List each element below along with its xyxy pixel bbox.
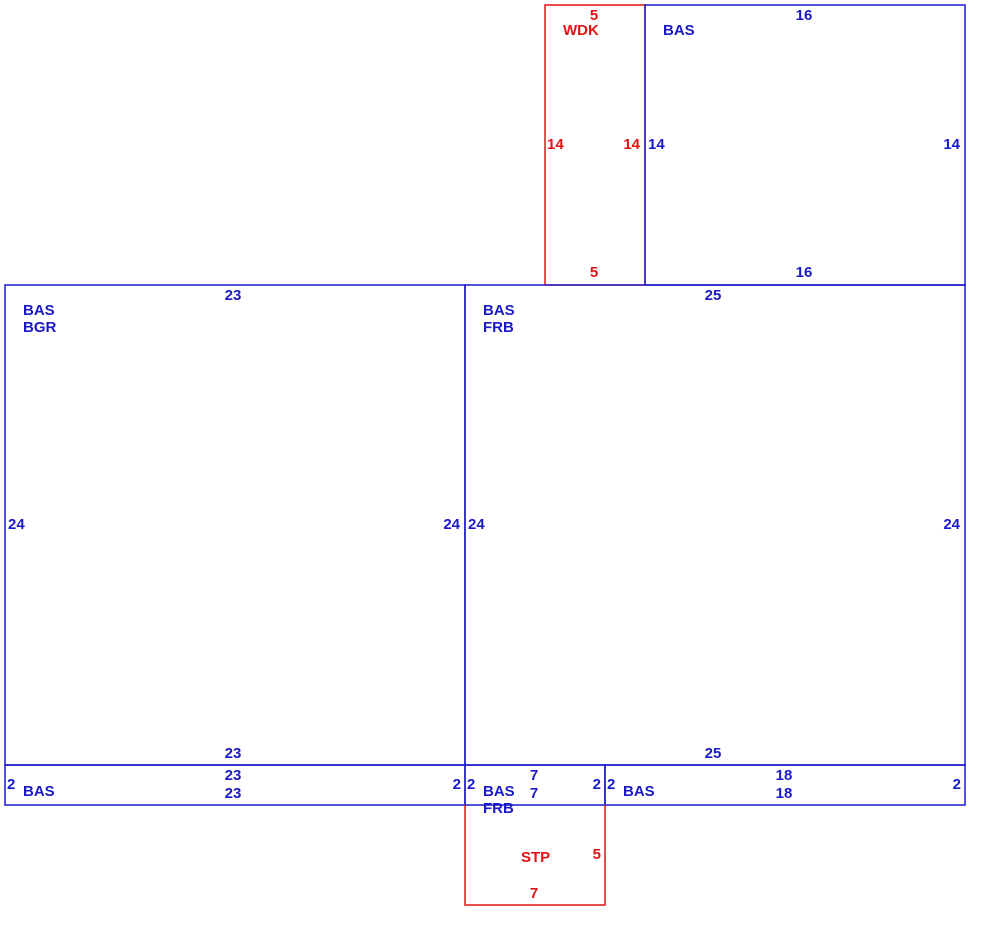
dimension-right: 2: [593, 776, 601, 793]
area-bas-strip-left: BAS 23 23 2 2: [4, 764, 466, 806]
dimension-top: 18: [776, 767, 793, 784]
dimension-bottom: 7: [530, 885, 538, 902]
dimension-left: 2: [607, 776, 615, 793]
bas-frb-outline: [464, 284, 966, 766]
area-code-label: BAS: [23, 302, 55, 319]
bas-strip-right-outline: [604, 764, 966, 806]
dimension-right: 2: [953, 776, 961, 793]
area-wdk: WDK 5 5 14 14: [544, 4, 646, 286]
area-code-label: STP: [521, 849, 550, 866]
dimension-right: 24: [943, 516, 960, 533]
stp-outline: [464, 805, 606, 906]
dimension-left: 24: [468, 516, 485, 533]
dimension-right: 2: [453, 776, 461, 793]
dimension-left: 2: [467, 776, 475, 793]
dimension-right: 14: [943, 136, 960, 153]
area-stp: STP 7 5: [464, 805, 606, 906]
dimension-bottom: 7: [530, 785, 538, 802]
bas-bgr-outline: [4, 284, 466, 766]
dimension-bottom: 16: [796, 264, 813, 281]
dimension-right: 5: [593, 846, 601, 863]
area-bas-frb-strip: BAS FRB 7 7 2 2: [464, 764, 606, 817]
area-code-label: BGR: [23, 319, 57, 336]
dimension-top: 25: [705, 287, 722, 304]
area-code-label: FRB: [483, 800, 514, 817]
area-code-label: BAS: [23, 783, 55, 800]
area-code-label: BAS: [483, 783, 515, 800]
dimension-top: 7: [530, 767, 538, 784]
dimension-bottom: 25: [705, 745, 722, 762]
dimension-right: 14: [623, 136, 640, 153]
area-code-label: WDK: [563, 22, 599, 39]
dimension-top: 5: [590, 7, 598, 24]
dimension-right: 24: [443, 516, 460, 533]
area-bas-frb: BAS FRB 25 25 24 24: [464, 284, 966, 766]
dimension-left: 2: [7, 776, 15, 793]
dimension-bottom: 18: [776, 785, 793, 802]
area-bas-bgr: BAS BGR 23 23 24 24: [4, 284, 466, 766]
bas-upper-outline: [644, 4, 966, 286]
dimension-top: 23: [225, 287, 242, 304]
dimension-bottom: 5: [590, 264, 598, 281]
dimension-left: 14: [547, 136, 564, 153]
dimension-top: 23: [225, 767, 242, 784]
area-bas-upper: BAS 16 16 14 14: [644, 4, 966, 286]
area-code-label: FRB: [483, 319, 514, 336]
area-code-label: BAS: [483, 302, 515, 319]
dimension-left: 24: [8, 516, 25, 533]
area-code-label: BAS: [623, 783, 655, 800]
area-bas-strip-right: BAS 18 18 2: [604, 764, 966, 806]
dimension-bottom: 23: [225, 745, 242, 762]
dimension-bottom: 23: [225, 785, 242, 802]
dimension-top: 16: [796, 7, 813, 24]
area-code-label: BAS: [663, 22, 695, 39]
dimension-left: 14: [648, 136, 665, 153]
